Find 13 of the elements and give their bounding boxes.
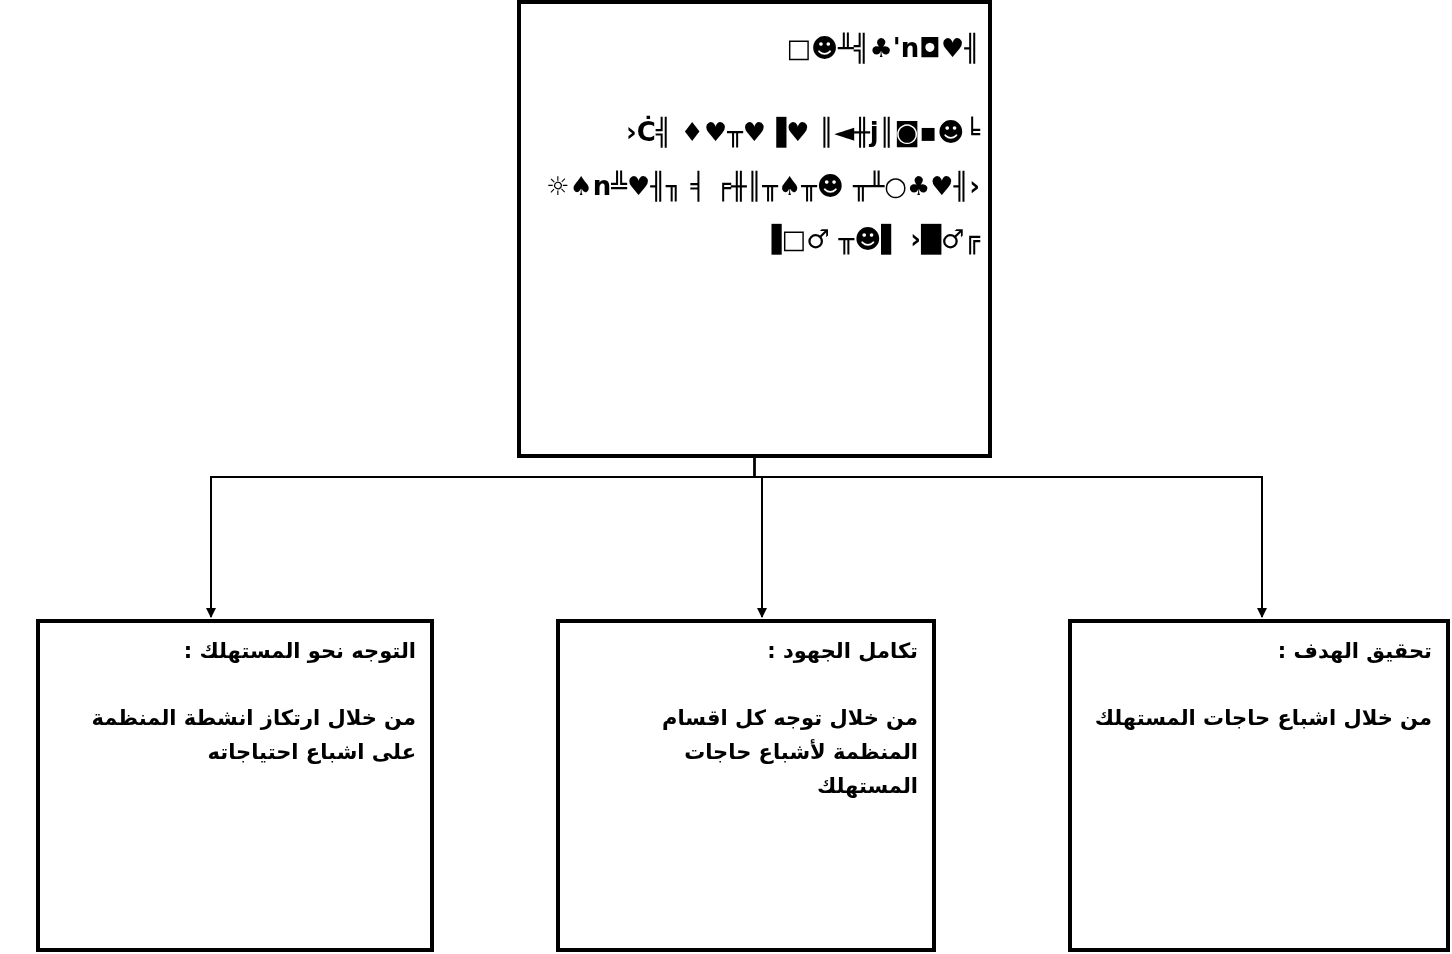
text-box [517,0,992,458]
box-text: ›Ċ╣ ♦♥╥♥▐♥ ║◄╫j║◙▪☻╘ ☼♠n╩♥╢╖ ╡ ╒╫║╥♠╥☻ ╥╨○♣♥╢› ▐□♂ ╥☻▌ ›█♂╔ [545,114,980,257]
text-box [1068,619,1450,952]
box-heading: تكامل الجهود : [766,638,918,665]
box-text: من خلال توجه كل اقسام المنظمة لأشباع حاجات المستهلك [661,705,918,800]
text-box [36,619,434,952]
text-box [556,619,936,952]
connector-arrow [206,457,756,618]
box-heading: التوجه نحو المستهلك : [182,638,416,665]
box-text: من خلال اشباع حاجات المستهلك [1093,705,1432,733]
box-text: من خلال ارتكاز انشطة المنظمة على اشباع احتياجاته [90,705,416,766]
box-heading: □☻╨╣♣'n◘♥╢ [785,31,980,66]
box-heading: تحقيق الهدف : [1276,638,1432,665]
